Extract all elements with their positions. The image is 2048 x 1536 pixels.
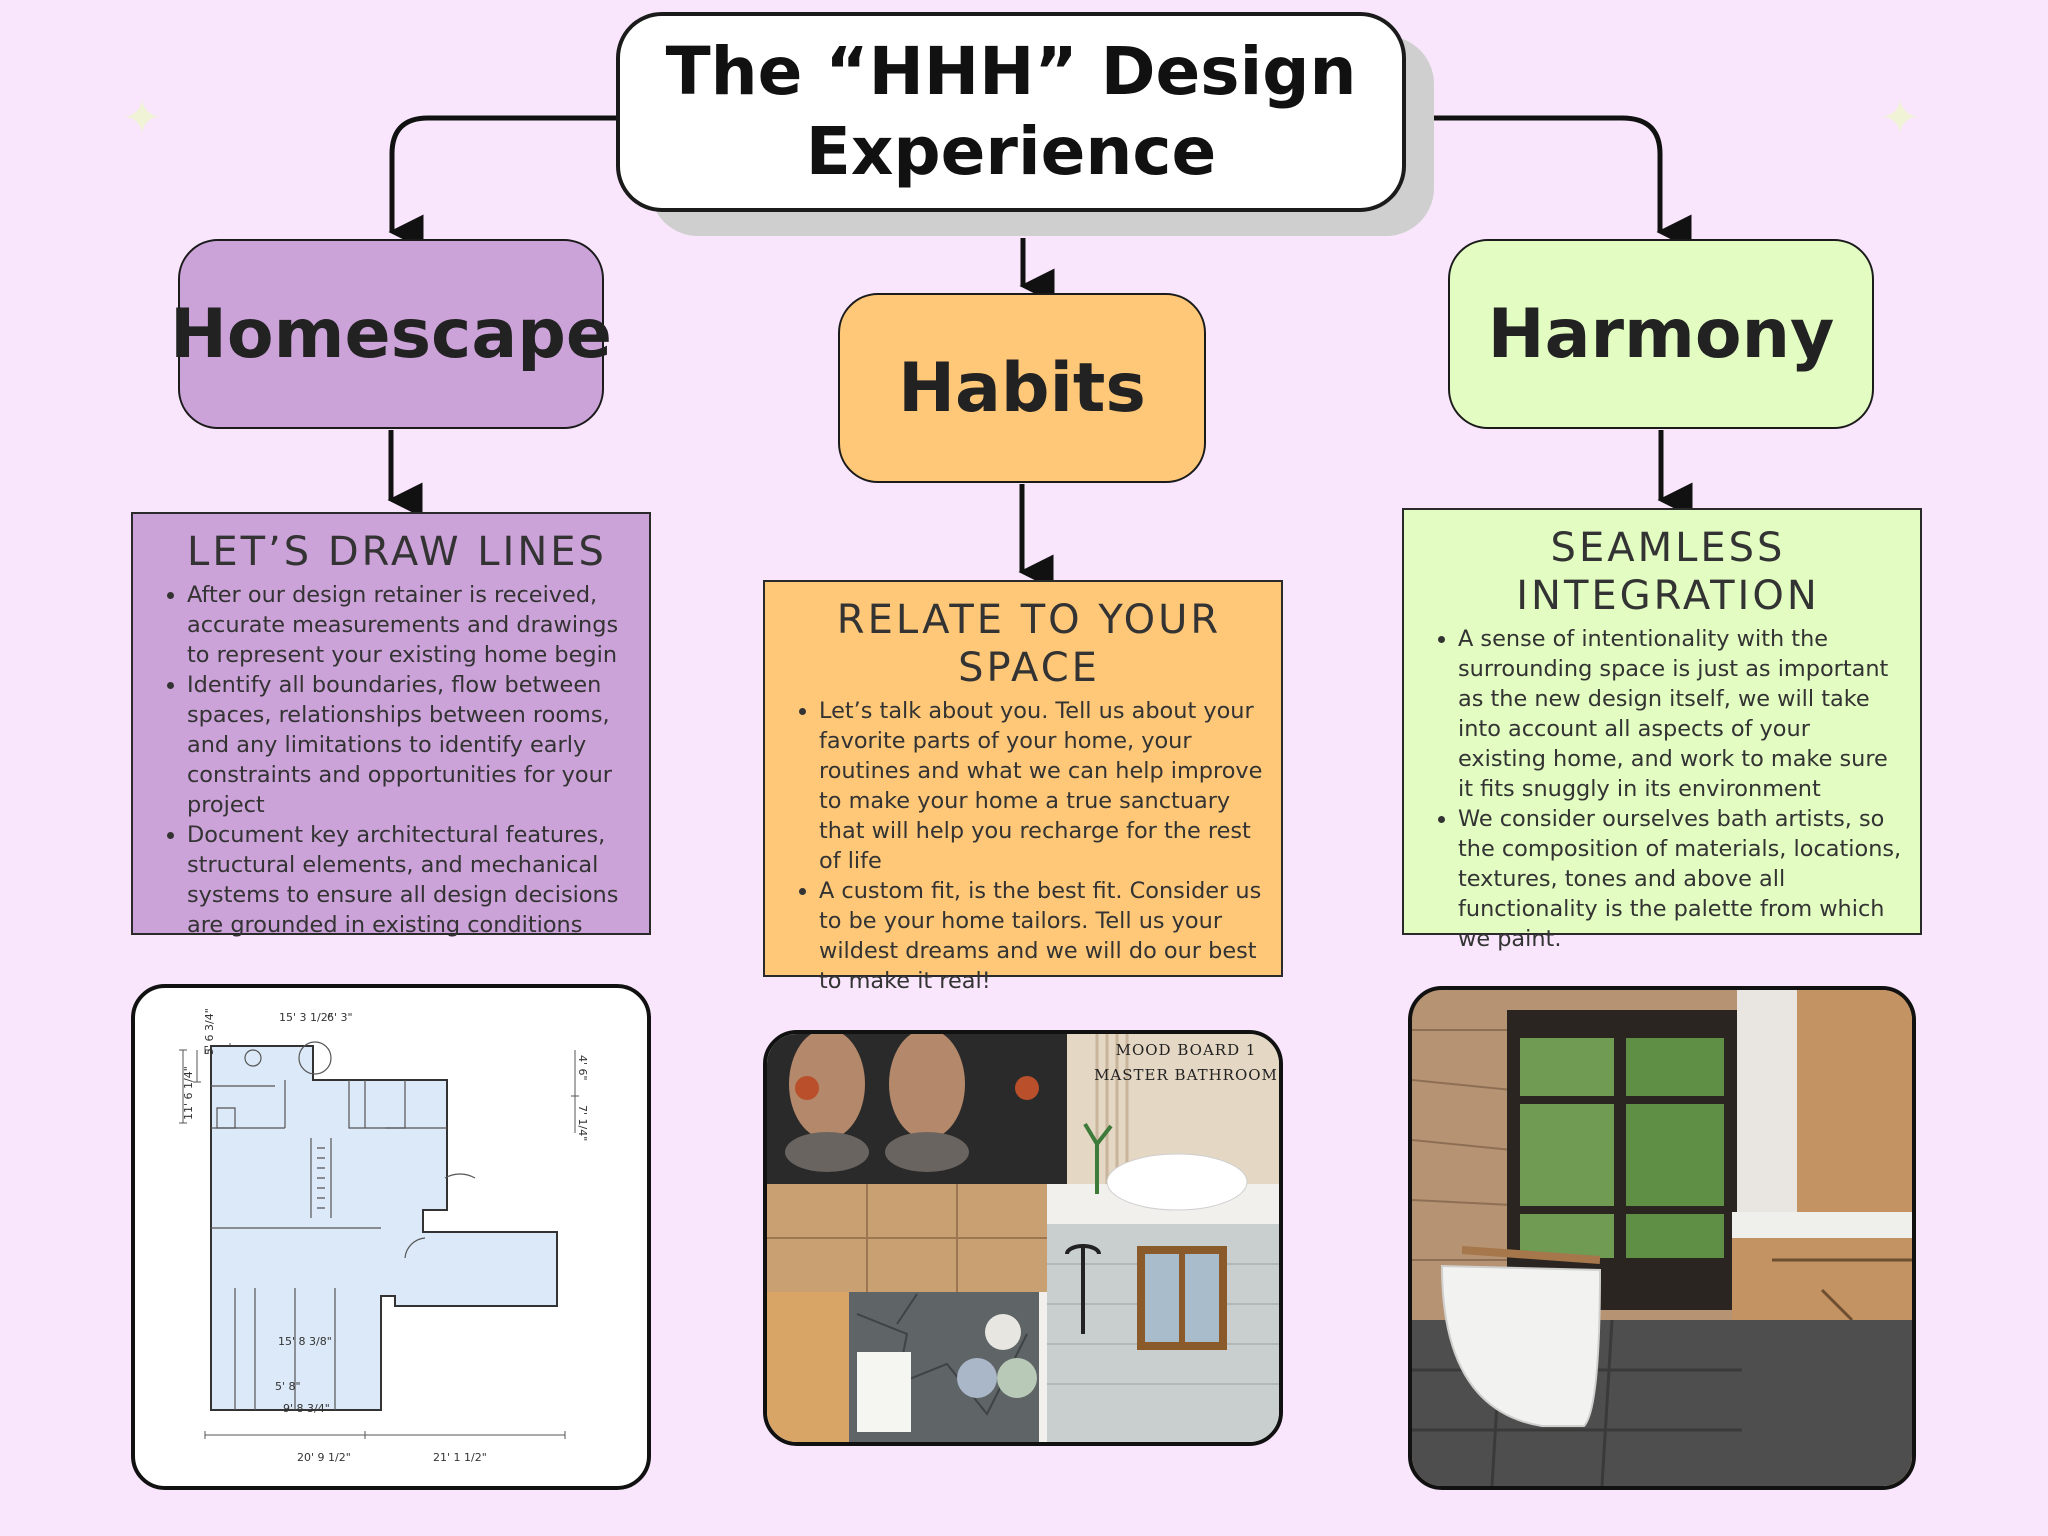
card-habits-bullet-1: Let’s talk about you. Tell us about your… xyxy=(819,696,1265,876)
pillar-habits: Habits xyxy=(838,293,1206,483)
floorplan-image xyxy=(131,984,651,1490)
card-homescape: LET’S DRAW LINES After our design retain… xyxy=(131,512,651,938)
title-line2: Experience xyxy=(805,113,1217,190)
bathroom-photo xyxy=(1408,986,1916,1490)
dim-label-bottom-1: 20' 9 1/2" xyxy=(297,1451,351,1464)
pillar-harmony: Harmony xyxy=(1448,239,1874,429)
card-habits-title-line1: RELATE TO YOUR xyxy=(836,597,1222,643)
card-homescape-title: LET’S DRAW LINES xyxy=(187,529,607,575)
card-homescape-bullet-1: After our design retainer is received, a… xyxy=(187,580,633,670)
dim-label-left-1: 5' 6 3/4" xyxy=(203,1008,216,1055)
card-habits-title-line2: SPACE xyxy=(958,645,1100,691)
moodboard-label-line2: MASTER BATHROOM xyxy=(1094,1066,1278,1084)
title-box: The “HHH” Design Experience xyxy=(616,12,1406,212)
card-harmony-bullet-2: We consider ourselves bath artists, so t… xyxy=(1458,804,1904,954)
card-habits-bullets: Let’s talk about you. Tell us about your… xyxy=(793,696,1265,996)
card-homescape-bullet-3: Document key architectural features, str… xyxy=(187,820,633,940)
card-homescape-bullet-2: Identify all boundaries, flow between sp… xyxy=(187,670,633,820)
card-harmony-title-line2: INTEGRATION xyxy=(1516,573,1820,619)
card-harmony-title: SEAMLESS INTEGRATION xyxy=(1432,524,1904,620)
card-harmony-title-line1: SEAMLESS xyxy=(1550,525,1786,571)
card-harmony-bullets: A sense of intentionality with the surro… xyxy=(1432,624,1904,954)
dim-label-right-1: 4' 6" xyxy=(576,1055,589,1081)
moodboard-image xyxy=(763,1030,1283,1446)
moodboard-label: MOOD BOARD 1 MASTER BATHROOM xyxy=(1094,1038,1278,1088)
card-habits-bullet-2: A custom fit, is the best fit. Consider … xyxy=(819,876,1265,996)
sparkle-icon-left: ✦ xyxy=(122,90,163,146)
card-habits: RELATE TO YOUR SPACE Let’s talk about yo… xyxy=(763,580,1283,994)
card-harmony-bullet-1: A sense of intentionality with the surro… xyxy=(1458,624,1904,804)
dim-label-inner-1: 15' 8 3/8" xyxy=(278,1335,332,1348)
sparkle-icon-right: ✦ xyxy=(1880,90,1921,146)
dim-label-left-2: 11' 6 1/4" xyxy=(182,1066,195,1120)
dim-label-inner-3: 9' 8 3/4" xyxy=(283,1402,330,1415)
dim-label-bottom-2: 21' 1 1/2" xyxy=(433,1451,487,1464)
pillar-homescape: Homescape xyxy=(170,239,612,429)
dim-label-top-2: 6' 3" xyxy=(327,1011,353,1024)
card-homescape-bullets: After our design retainer is received, a… xyxy=(161,580,633,940)
card-harmony: SEAMLESS INTEGRATION A sense of intentio… xyxy=(1402,508,1922,952)
dim-label-top-1: 15' 3 1/2" xyxy=(279,1011,333,1024)
dim-label-inner-2: 5' 8" xyxy=(275,1380,301,1393)
title-line1: The “HHH” Design xyxy=(665,33,1357,110)
moodboard-label-line1: MOOD BOARD 1 xyxy=(1115,1041,1257,1059)
card-habits-title: RELATE TO YOUR SPACE xyxy=(793,596,1265,692)
dim-label-right-2: 7' 1/4" xyxy=(576,1105,589,1142)
